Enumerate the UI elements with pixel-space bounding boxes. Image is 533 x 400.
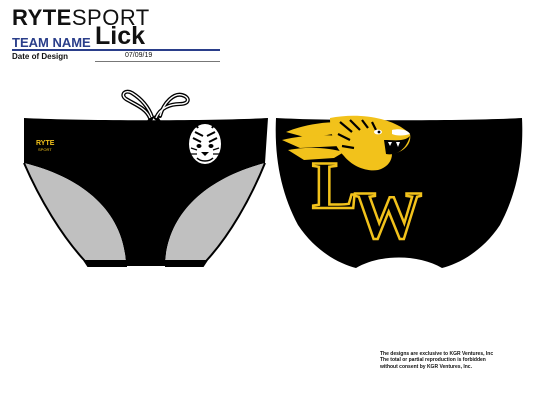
tiger-head-icon <box>188 123 222 164</box>
front-right-lining <box>165 163 265 266</box>
front-logo-line2: SPORT <box>38 147 52 152</box>
disclaimer-line-2: The total or partial reproduction is for… <box>380 357 486 364</box>
disclaimer-line-1: The designs are exclusive to KGR Venture… <box>380 351 494 357</box>
date-underline <box>95 61 220 62</box>
team-name-label: TEAM NAME <box>12 35 91 50</box>
disclaimer: The designs are exclusive to KGR Venture… <box>380 351 493 370</box>
team-name-underline <box>12 49 220 51</box>
brand-part2: SPORT <box>71 5 150 30</box>
monogram-letter-l: L <box>312 147 357 223</box>
date-of-design-label: Date of Design <box>12 52 69 61</box>
disclaimer-line-3: without consent by KGR Ventures, Inc. <box>380 363 472 370</box>
date-of-design-value: 07/09/19 <box>125 52 153 59</box>
front-brief <box>23 89 268 267</box>
brand-logo: RYTESPORT <box>12 5 150 31</box>
front-left-lining <box>24 163 126 266</box>
lw-monogram: L W <box>311 146 424 255</box>
front-logo-line1: RYTE <box>36 140 55 147</box>
tiger-mascot-icon <box>282 115 411 171</box>
brand-part1: RYTE <box>12 5 72 30</box>
monogram-letter-w: W <box>354 177 422 253</box>
front-logo: RYTE SPORT <box>36 140 55 152</box>
team-name-value: Lick <box>95 22 146 50</box>
